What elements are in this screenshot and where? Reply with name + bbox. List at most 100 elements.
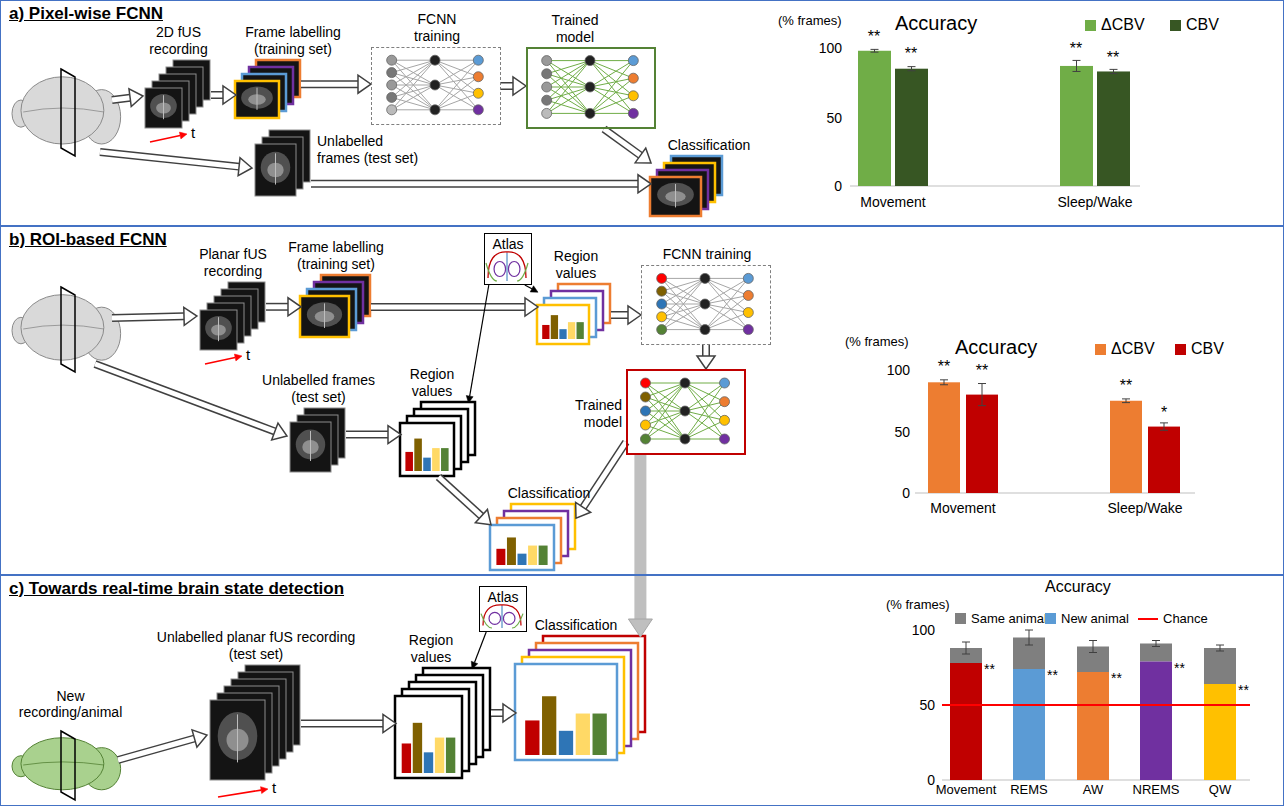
arrow-shaft	[150, 135, 180, 142]
legend-text: Chance	[1163, 611, 1208, 626]
chart-label: **	[905, 45, 917, 63]
arrow-shaft	[604, 129, 640, 155]
network-link	[435, 60, 478, 77]
arrow-head	[288, 298, 301, 316]
chart-label: t	[246, 346, 250, 363]
network-link	[547, 61, 590, 101]
arrow-head	[530, 286, 538, 292]
region-bar	[405, 452, 413, 471]
error-bar	[962, 642, 970, 643]
region-bar	[441, 448, 449, 471]
region-bar	[551, 315, 558, 339]
error-bar	[966, 642, 967, 654]
error-bar	[940, 379, 948, 380]
network-unit	[430, 80, 440, 90]
node-caption: Unlabelled frames (test set)	[317, 133, 427, 167]
image-stack: Classification	[491, 505, 576, 571]
legend-entry: Same animal	[955, 611, 1047, 626]
bar	[1148, 427, 1180, 493]
arrow-head	[471, 661, 478, 669]
network-unit	[628, 91, 638, 101]
region-bar	[507, 537, 516, 565]
chance-line	[942, 704, 1250, 706]
atlas-region	[489, 612, 501, 624]
error-bar	[871, 52, 879, 53]
region-bar	[542, 696, 556, 755]
chart-label: 0	[927, 772, 935, 788]
chart-label: 0	[902, 485, 910, 501]
error-bar	[940, 384, 948, 385]
node-caption: Classification	[499, 485, 599, 502]
chart-label: New recording/animal	[8, 688, 133, 720]
arrow-shaft	[704, 345, 709, 356]
connector-arrow	[439, 477, 492, 525]
network-unit	[640, 420, 650, 430]
connector-arrow	[628, 455, 652, 637]
chart-label: Accuracy	[955, 336, 1037, 359]
network-link	[662, 304, 705, 330]
network-link	[662, 278, 705, 329]
arrow-outline	[112, 98, 130, 100]
network-link	[705, 278, 748, 295]
atlas-region	[494, 262, 506, 277]
region-bar	[424, 752, 433, 773]
region-bar	[435, 738, 444, 773]
arrow-head	[475, 509, 491, 524]
network-unit	[743, 290, 753, 300]
network-link	[685, 420, 725, 439]
legend-entry: ΔCBV	[1095, 340, 1155, 358]
network-link	[645, 383, 685, 439]
midline	[23, 762, 104, 765]
region-bar	[559, 329, 566, 339]
network-link	[590, 87, 633, 113]
chart-label: **	[1047, 667, 1058, 683]
network-link	[662, 278, 705, 304]
bar	[858, 51, 891, 186]
arrow-shaft	[205, 357, 235, 364]
error-bar	[1122, 402, 1130, 403]
chart-label: 100	[887, 362, 910, 378]
chart-label: 50	[826, 110, 842, 126]
chart-label: (% frames)	[886, 598, 950, 613]
image-stack: Region values	[396, 669, 491, 779]
network-unit	[700, 325, 710, 335]
fus-frame	[235, 81, 279, 118]
network-link	[590, 61, 633, 114]
error-bar	[1110, 69, 1118, 70]
bar	[928, 382, 960, 493]
arrow-head	[628, 619, 652, 637]
network-unit	[430, 105, 440, 115]
connector-arrow	[266, 298, 301, 316]
network-link	[547, 87, 590, 100]
arrow-outline	[346, 431, 388, 439]
network-unit	[542, 108, 552, 118]
network-box: FCNN training	[371, 47, 501, 125]
network-link	[705, 329, 748, 330]
chart-label: **	[1111, 670, 1122, 686]
legend-entry: CBV	[1170, 16, 1219, 34]
vessel	[310, 431, 311, 461]
fus-frame	[210, 700, 265, 780]
error-bar	[1122, 398, 1130, 399]
arrow-head	[635, 148, 651, 163]
region-bar	[542, 325, 549, 339]
network-unit	[585, 82, 595, 92]
bar	[1204, 648, 1236, 684]
network-unit	[473, 88, 483, 98]
arrow-shaft	[311, 181, 638, 186]
network-unit	[657, 273, 667, 283]
bar	[1097, 71, 1130, 186]
chart-label: t	[191, 124, 195, 141]
legend-text: ΔCBV	[1111, 340, 1155, 358]
arrow-outline	[301, 80, 358, 88]
node-caption: Trained model	[543, 12, 607, 46]
atlas-box: Atlas	[479, 586, 527, 632]
node-caption: FCNN training	[642, 246, 772, 263]
region-frame	[515, 664, 617, 760]
arrow-head	[223, 86, 236, 104]
chart-label: Movement	[936, 783, 997, 798]
network-link	[392, 97, 435, 109]
arrow-head	[466, 396, 473, 403]
network-unit	[628, 73, 638, 83]
